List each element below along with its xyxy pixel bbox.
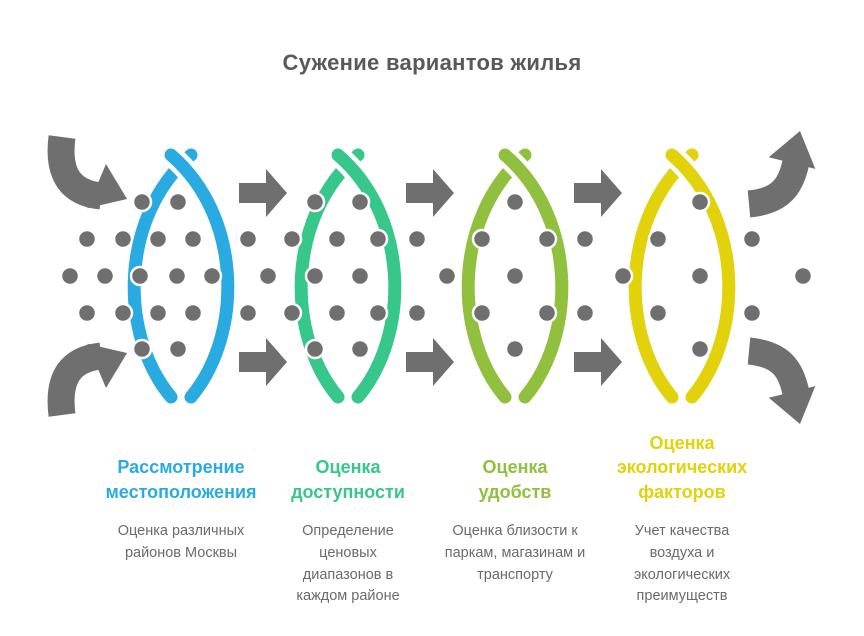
option-dot (59, 265, 81, 287)
flow-arrow-icon (239, 338, 287, 386)
option-dot (349, 265, 371, 287)
option-dot (304, 265, 326, 287)
flow-arrow-icon (406, 338, 454, 386)
option-dot (612, 265, 634, 287)
option-dot (647, 302, 669, 324)
inflow-bottom-curved-arrow-icon (44, 339, 130, 418)
option-dot (129, 265, 151, 287)
option-dot (147, 228, 169, 250)
option-dot (349, 191, 371, 213)
option-dot (741, 228, 763, 250)
option-dot (76, 228, 98, 250)
option-dot (504, 338, 526, 360)
option-dot (689, 191, 711, 213)
option-dot (257, 265, 279, 287)
option-dot (406, 228, 428, 250)
option-dot (326, 302, 348, 324)
option-dot (406, 302, 428, 324)
flow-arrow-icon (574, 338, 622, 386)
option-dot (237, 302, 259, 324)
option-dot (436, 265, 458, 287)
option-dot (167, 191, 189, 213)
option-dot (237, 228, 259, 250)
option-dot (201, 265, 223, 287)
outflow-bottom-curved-arrow-icon (746, 334, 818, 427)
option-dot (182, 302, 204, 324)
option-dot (504, 265, 526, 287)
option-dot (536, 228, 558, 250)
flow-arrow-icon (239, 169, 287, 217)
option-dot (536, 302, 558, 324)
option-dot (112, 302, 134, 324)
option-dot (76, 302, 98, 324)
option-dot (504, 191, 526, 213)
option-dot (471, 302, 493, 324)
option-dot (792, 265, 814, 287)
option-dot (94, 265, 116, 287)
option-dot (349, 338, 371, 360)
option-dot (182, 228, 204, 250)
option-dot (741, 302, 763, 324)
flow-arrow-icon (406, 169, 454, 217)
option-dot (574, 228, 596, 250)
flow-arrow-icon (574, 169, 622, 217)
option-dot (131, 338, 153, 360)
option-dot (689, 265, 711, 287)
option-dot (574, 302, 596, 324)
option-dot (167, 338, 189, 360)
filter-ring-amenities (457, 144, 573, 408)
option-dot (304, 191, 326, 213)
filter-ring-ecology (624, 144, 740, 408)
option-dot (367, 302, 389, 324)
page-title: Сужение вариантов жилья (282, 50, 582, 75)
outflow-top-curved-arrow-icon (746, 128, 818, 221)
option-dot (147, 302, 169, 324)
option-dot (304, 338, 326, 360)
option-dot (112, 228, 134, 250)
option-dot (326, 228, 348, 250)
option-dot (367, 228, 389, 250)
option-dot (131, 191, 153, 213)
inflow-top-curved-arrow-icon (44, 134, 130, 213)
option-dot (647, 228, 669, 250)
option-dot (471, 228, 493, 250)
option-dot (689, 338, 711, 360)
option-dot (281, 228, 303, 250)
filter-ring-affordability (290, 144, 406, 408)
option-dot (166, 265, 188, 287)
option-dot (281, 302, 303, 324)
